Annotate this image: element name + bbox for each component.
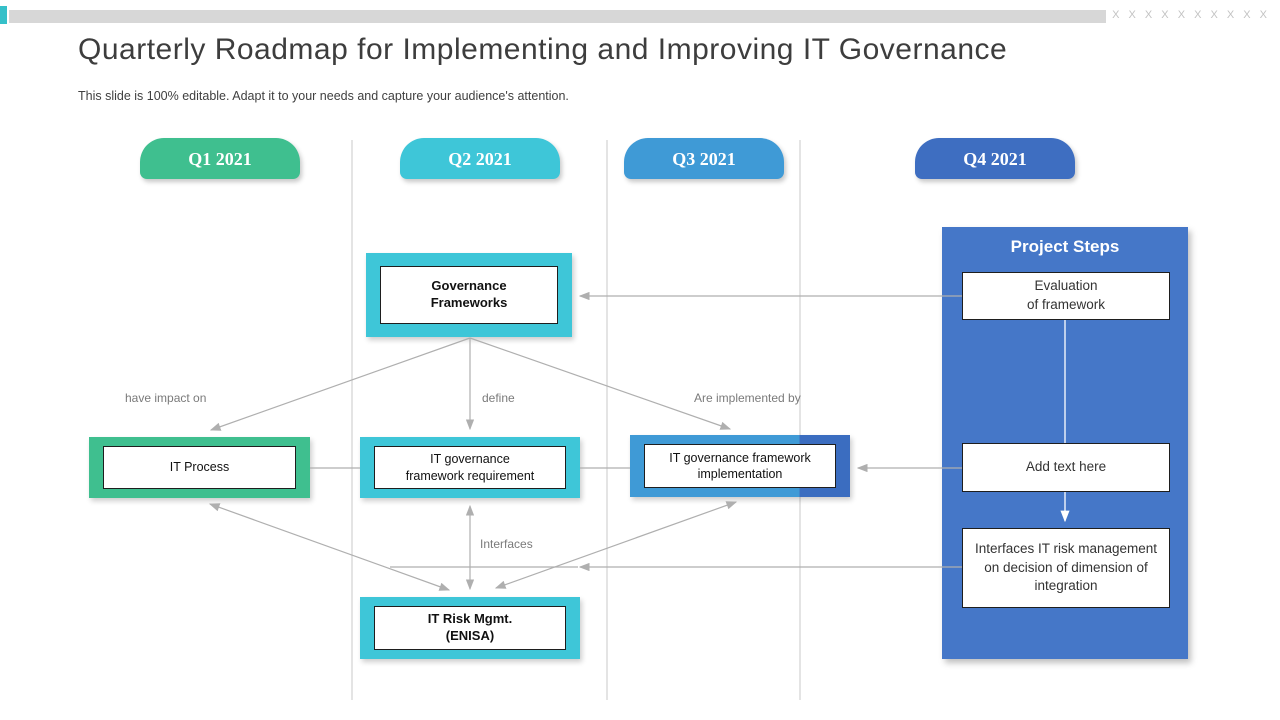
step-add-text-here[interactable]: Add text here <box>962 443 1170 492</box>
governance-requirement-box[interactable]: IT governance framework requirement <box>360 437 580 498</box>
label-define[interactable]: define <box>482 391 515 405</box>
tab-q3-2021[interactable]: Q3 2021 <box>624 138 784 179</box>
page-title[interactable]: Quarterly Roadmap for Implementing and I… <box>78 33 1008 66</box>
label-are-implemented-by[interactable]: Are implemented by <box>694 391 801 405</box>
step-evaluation-of-framework[interactable]: Evaluation of framework <box>962 272 1170 320</box>
it-risk-mgmt-label: IT Risk Mgmt. (ENISA) <box>374 606 566 650</box>
label-interfaces[interactable]: Interfaces <box>480 537 533 551</box>
governance-frameworks-box[interactable]: Governance Frameworks <box>366 253 572 337</box>
label-have-impact-on[interactable]: have impact on <box>125 391 207 405</box>
top-left-accent-mark <box>0 6 7 24</box>
tab-q2-2021[interactable]: Q2 2021 <box>400 138 560 179</box>
governance-frameworks-label: Governance Frameworks <box>380 266 558 324</box>
it-process-label: IT Process <box>103 446 296 489</box>
top-placeholder-bar <box>9 10 1106 23</box>
page-subtitle[interactable]: This slide is 100% editable. Adapt it to… <box>78 89 569 103</box>
project-steps-title: Project Steps <box>1010 237 1120 256</box>
tab-q4-2021[interactable]: Q4 2021 <box>915 138 1075 179</box>
governance-implementation-box[interactable]: IT governance framework implementation <box>630 435 850 497</box>
it-process-box[interactable]: IT Process <box>89 437 310 498</box>
project-steps-panel[interactable]: Project Steps Evaluation of framework Ad… <box>942 227 1188 659</box>
tab-q1-2021[interactable]: Q1 2021 <box>140 138 300 179</box>
step-interfaces-it-risk[interactable]: Interfaces IT risk management on decisio… <box>962 528 1170 608</box>
governance-requirement-label: IT governance framework requirement <box>374 446 566 489</box>
it-risk-mgmt-box[interactable]: IT Risk Mgmt. (ENISA) <box>360 597 580 659</box>
top-placeholder-text: X X X X X X X X X X <box>1112 9 1270 21</box>
governance-implementation-label: IT governance framework implementation <box>644 444 836 488</box>
